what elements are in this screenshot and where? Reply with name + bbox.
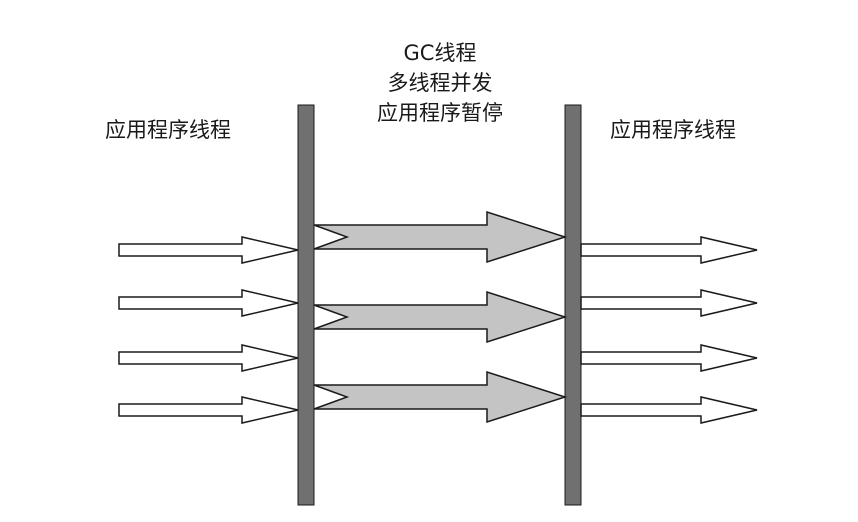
gc-thread-arrow [313,290,568,344]
left-app-arrow [118,344,299,372]
left-app-arrow [118,289,299,317]
right-app-arrow [580,236,758,264]
left-app-threads-label: 应用程序线程 [105,118,231,142]
right-app-threads-label: 应用程序线程 [610,118,736,142]
left-app-arrow [118,396,299,424]
gc-thread-arrow [313,210,568,264]
right-app-arrow [580,344,758,372]
gc-arrows [313,210,568,424]
right-barrier [564,104,582,506]
right-app-arrow [580,289,758,317]
concurrent-label: 多线程并发 [387,71,493,95]
right-app-arrow [580,396,758,424]
left-app-arrows [118,236,299,424]
app-pause-label: 应用程序暂停 [377,101,503,125]
gc-thread-arrow [313,370,568,424]
left-app-arrow [118,236,299,264]
right-app-arrows [580,236,758,424]
left-barrier [297,104,315,506]
gc-thread-label: GC线程 [403,41,477,65]
